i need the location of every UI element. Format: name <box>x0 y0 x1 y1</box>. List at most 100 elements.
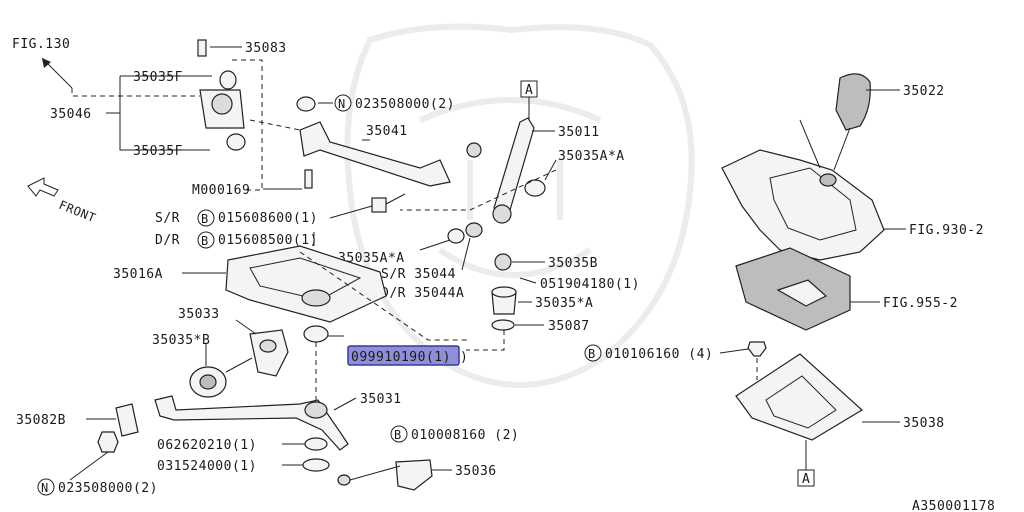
ring-031524000 <box>302 458 330 472</box>
b-marker-dr-letter: B <box>201 234 209 248</box>
rod-35041 <box>299 121 451 187</box>
plate-35038-inner <box>765 375 837 429</box>
callout-35035AA-mid: 35035A*A <box>338 251 405 266</box>
callout-sr35044: S/R 35044 <box>381 267 456 282</box>
callout-35035B-star: 35035*B <box>152 333 210 348</box>
callout-35087: 35087 <box>548 319 590 334</box>
housing-dash <box>299 230 470 341</box>
callout-015608500: 015608500(1) <box>218 233 318 248</box>
callout-010008160: 010008160 (2) <box>411 428 519 443</box>
callout-35035F-top: 35035F <box>133 70 183 85</box>
b-marker-010008160 <box>390 425 408 443</box>
bolt-M000169 <box>304 169 313 189</box>
callout-35022: 35022 <box>903 84 945 99</box>
leader-015608600 <box>329 205 373 219</box>
callout-031524000: 031524000(1) <box>157 459 257 474</box>
callout-35035B: 35035B <box>548 256 598 271</box>
dash-35087-guide <box>466 330 505 351</box>
bracket-35036 <box>395 459 433 491</box>
highlight-box[interactable] <box>347 345 460 366</box>
pin-35083 <box>197 39 207 57</box>
callout-35082B: 35082B <box>16 413 66 428</box>
bushing-35035B-star-core <box>199 374 217 390</box>
leader-N-bottom <box>69 451 109 481</box>
n-marker-top <box>334 94 352 112</box>
callout-051904180: 051904180(1) <box>540 277 640 292</box>
callout-023508000-bottom: 023508000(2) <box>58 481 158 496</box>
leader-35031 <box>333 397 357 411</box>
boot-lever-lines <box>799 119 851 171</box>
callout-M000169: M000169 <box>192 183 250 198</box>
lever-ball <box>492 204 512 224</box>
callout-35046: 35046 <box>50 107 92 122</box>
b-marker-sr <box>197 209 215 227</box>
b-marker-dr <box>197 231 215 249</box>
callout-099910190-paren: ) <box>460 350 468 365</box>
bushing-35035AA-right <box>524 179 546 197</box>
ref-box-a-bottom-letter: A <box>802 472 810 487</box>
shaft-35033 <box>225 357 253 373</box>
ref-fig955[interactable]: FIG.955-2 <box>883 296 958 311</box>
b-marker-sr-letter: B <box>201 212 209 226</box>
washer-062620210 <box>304 437 328 451</box>
callout-35031: 35031 <box>360 392 402 407</box>
callout-35038: 35038 <box>903 416 945 431</box>
watermark-emblem <box>344 23 695 388</box>
bushing-35044 <box>465 222 483 238</box>
nut-023508000-top <box>296 96 316 112</box>
lever-35011 <box>493 117 535 217</box>
bracket-35033-hole <box>259 339 277 353</box>
callout-35016A: 35016A <box>113 267 163 282</box>
dashed-bracket-guide <box>232 59 263 191</box>
console-cutout <box>776 279 828 307</box>
bolt-010008160 <box>337 474 351 486</box>
ref-box-a-top-letter: A <box>525 83 533 98</box>
boot-inner <box>769 167 857 241</box>
leader-35033 <box>235 319 257 335</box>
leader-010106160 <box>719 348 749 354</box>
callout-35035A: 35035*A <box>535 296 593 311</box>
bracket-hole <box>211 93 233 115</box>
rod-35031-end <box>304 401 328 419</box>
n-marker-bottom <box>37 478 55 496</box>
leader-35044 <box>461 237 471 271</box>
leader-35035AA-mid <box>419 239 451 251</box>
leader-35035AA-right <box>544 159 557 181</box>
b-marker-010008160-letter: B <box>394 428 402 442</box>
callout-35011: 35011 <box>558 125 600 140</box>
callout-dr35044A: D/R 35044A <box>381 286 464 301</box>
plate-35038 <box>735 353 864 441</box>
bracket-35082B <box>115 403 139 437</box>
ref-box-a-bottom[interactable] <box>797 469 815 487</box>
callout-35036: 35036 <box>455 464 497 479</box>
callout-35035F-bottom: 35035F <box>133 144 183 159</box>
dr-prefix-top: D/R <box>155 233 180 248</box>
boot-trim-fig930 <box>721 149 885 261</box>
callout-023508000-top: 023508000(2) <box>355 97 455 112</box>
front-arrow <box>27 177 59 197</box>
bushing-35035F-top <box>219 70 237 90</box>
housing-boss <box>301 289 331 307</box>
callout-35035AA-right: 35035A*A <box>558 149 625 164</box>
b-marker-010106160 <box>584 344 602 362</box>
rod-dash <box>249 119 301 131</box>
seal-099910190 <box>303 325 329 343</box>
dash-right-guide <box>400 169 557 211</box>
callout-35033: 35033 <box>178 307 220 322</box>
callout-010106160: 010106160 (4) <box>605 347 713 362</box>
callout-062620210: 062620210(1) <box>157 438 257 453</box>
ref-fig930[interactable]: FIG.930-2 <box>909 223 984 238</box>
ball-35035B <box>494 253 512 271</box>
nut-023508000-bottom <box>97 431 119 453</box>
callout-099910190-highlighted[interactable]: 099910190(1) <box>351 350 451 365</box>
fig130-leader <box>71 88 200 97</box>
pin-051904180 <box>519 277 537 284</box>
callout-35083: 35083 <box>245 41 287 56</box>
front-label: FRONT <box>57 198 98 225</box>
fig130-arrowhead <box>42 58 51 68</box>
n-marker-bottom-letter: N <box>41 481 49 495</box>
fig130-ref[interactable]: FIG.130 <box>12 37 70 52</box>
housing-inner <box>249 257 362 301</box>
